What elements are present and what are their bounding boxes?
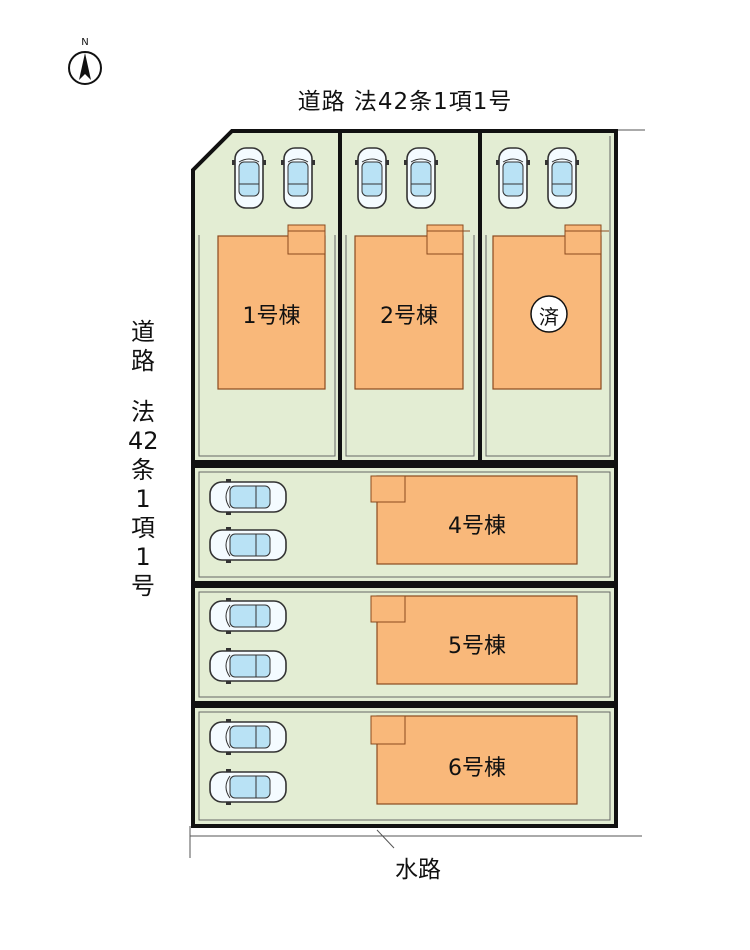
parking-car-icon — [280, 147, 316, 209]
road-left-char: 法 — [131, 398, 155, 426]
parking-car-icon — [209, 718, 287, 756]
road-left-char: 1 — [135, 485, 151, 513]
parking-car-icon — [209, 768, 287, 806]
road-left-char: 1 — [135, 543, 151, 571]
road-left-char: 号 — [131, 572, 155, 600]
parking-car-icon — [231, 147, 267, 209]
north-compass-icon: N — [66, 36, 106, 92]
house-label-2: 2号棟 — [380, 304, 438, 329]
compass-letter: N — [81, 37, 88, 48]
house-label-3-sold: 済 — [539, 305, 559, 329]
parking-car-icon — [403, 147, 439, 209]
house-5-footprint — [376, 595, 578, 685]
waterway-leader-line — [376, 829, 395, 849]
house-label-5: 5号棟 — [448, 634, 506, 659]
house-label-4: 4号棟 — [448, 514, 506, 539]
road-top-label: 道路 法42条1項1号 — [297, 89, 513, 115]
house-4-footprint — [376, 475, 578, 565]
parking-car-icon — [209, 526, 287, 564]
sold-marker-icon — [530, 295, 568, 333]
house-2-footprint — [354, 235, 464, 390]
parking-car-icon — [209, 647, 287, 685]
parking-car-icon — [354, 147, 390, 209]
waterway-label: 水路 — [395, 857, 441, 883]
road-left-label: 道 路 法 42 条 1 項 1 号 — [128, 318, 159, 601]
house-label-1: 1号棟 — [242, 304, 301, 329]
road-left-char: 42 — [128, 427, 159, 455]
road-left-char: 項 — [131, 514, 155, 542]
parking-car-icon — [495, 147, 531, 209]
road-left-char: 道 — [131, 318, 155, 346]
parking-car-icon — [209, 597, 287, 635]
parking-car-icon — [209, 478, 287, 516]
house-label-6: 6号棟 — [448, 756, 506, 781]
house-6-footprint — [376, 715, 578, 805]
house-1-footprint — [217, 235, 326, 390]
parking-car-icon — [544, 147, 580, 209]
road-left-char: 条 — [131, 456, 155, 484]
road-left-char: 路 — [131, 347, 155, 375]
